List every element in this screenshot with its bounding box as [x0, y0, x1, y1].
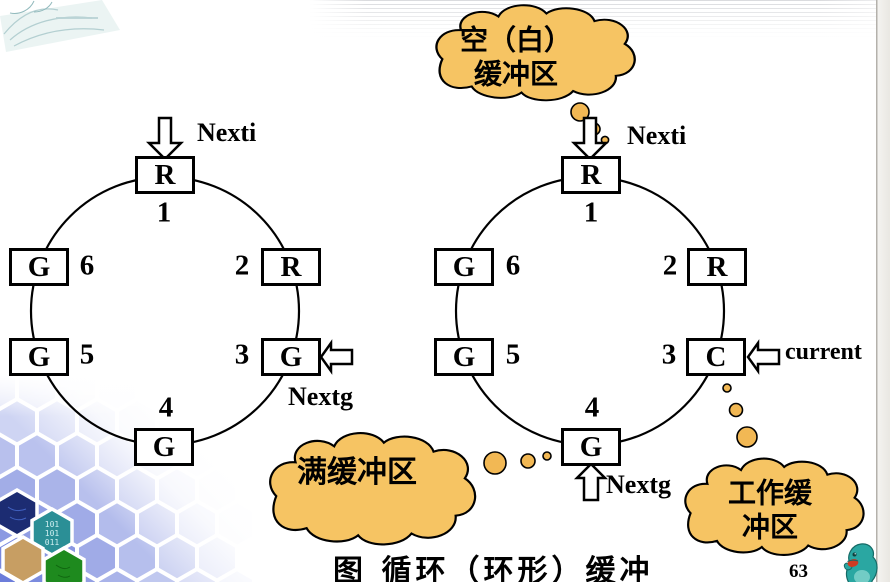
- current-label: current: [785, 339, 862, 365]
- nexti-label: Nexti: [627, 121, 687, 150]
- empty-buffer-cloud-label: 空（白） 缓冲区: [459, 23, 573, 90]
- full-cloud-trail-bubbles: [483, 451, 552, 475]
- buffer-index: 1: [156, 196, 172, 229]
- buffer-node: R: [561, 156, 621, 194]
- buffer-node: G: [134, 428, 194, 466]
- buffer-index: 5: [505, 338, 521, 371]
- buffer-node: G: [561, 428, 621, 466]
- nextg-arrow-left-ring: [319, 339, 354, 375]
- buffer-node: R: [687, 248, 747, 286]
- buffer-index: 3: [661, 338, 677, 371]
- buffer-node: C: [686, 338, 746, 376]
- buffer-index: 4: [584, 391, 600, 424]
- nexti-arrow-left-ring: [145, 116, 185, 161]
- buffer-index: 1: [583, 196, 599, 229]
- slide-right-border: [876, 0, 890, 582]
- buffer-index: 4: [158, 391, 174, 424]
- buffer-index: 2: [662, 249, 678, 282]
- working-buffer-cloud-label: 工作缓 冲区: [727, 476, 813, 543]
- buffer-index: 5: [79, 338, 95, 371]
- page-number: 63: [789, 561, 808, 582]
- buffer-index: 3: [234, 338, 250, 371]
- buffer-index: 2: [234, 249, 250, 282]
- figure-caption: 图 循环（环形）缓冲: [333, 554, 654, 582]
- working-cloud-trail-bubbles: [722, 383, 758, 448]
- buffer-node: R: [261, 248, 321, 286]
- buffer-index: 6: [505, 249, 521, 282]
- buffer-node: G: [434, 338, 494, 376]
- nexti-arrow-right-ring: [570, 116, 610, 161]
- buffer-node: R: [135, 156, 195, 194]
- nextg-label: Nextg: [606, 470, 671, 499]
- nexti-label: Nexti: [197, 118, 257, 147]
- buffer-node: G: [434, 248, 494, 286]
- nextg-arrow-right-ring: [573, 462, 609, 502]
- dolphin-mascot: [843, 543, 878, 582]
- buffer-index: 6: [79, 249, 95, 282]
- buffer-node: G: [9, 248, 69, 286]
- current-arrow-right-ring: [746, 339, 781, 375]
- full-buffer-cloud-label: 满缓冲区: [297, 455, 417, 490]
- buffer-node: G: [9, 338, 69, 376]
- corner-sketch-decoration: [0, 0, 120, 52]
- buffer-node: G: [261, 338, 321, 376]
- nextg-label: Nextg: [288, 382, 353, 411]
